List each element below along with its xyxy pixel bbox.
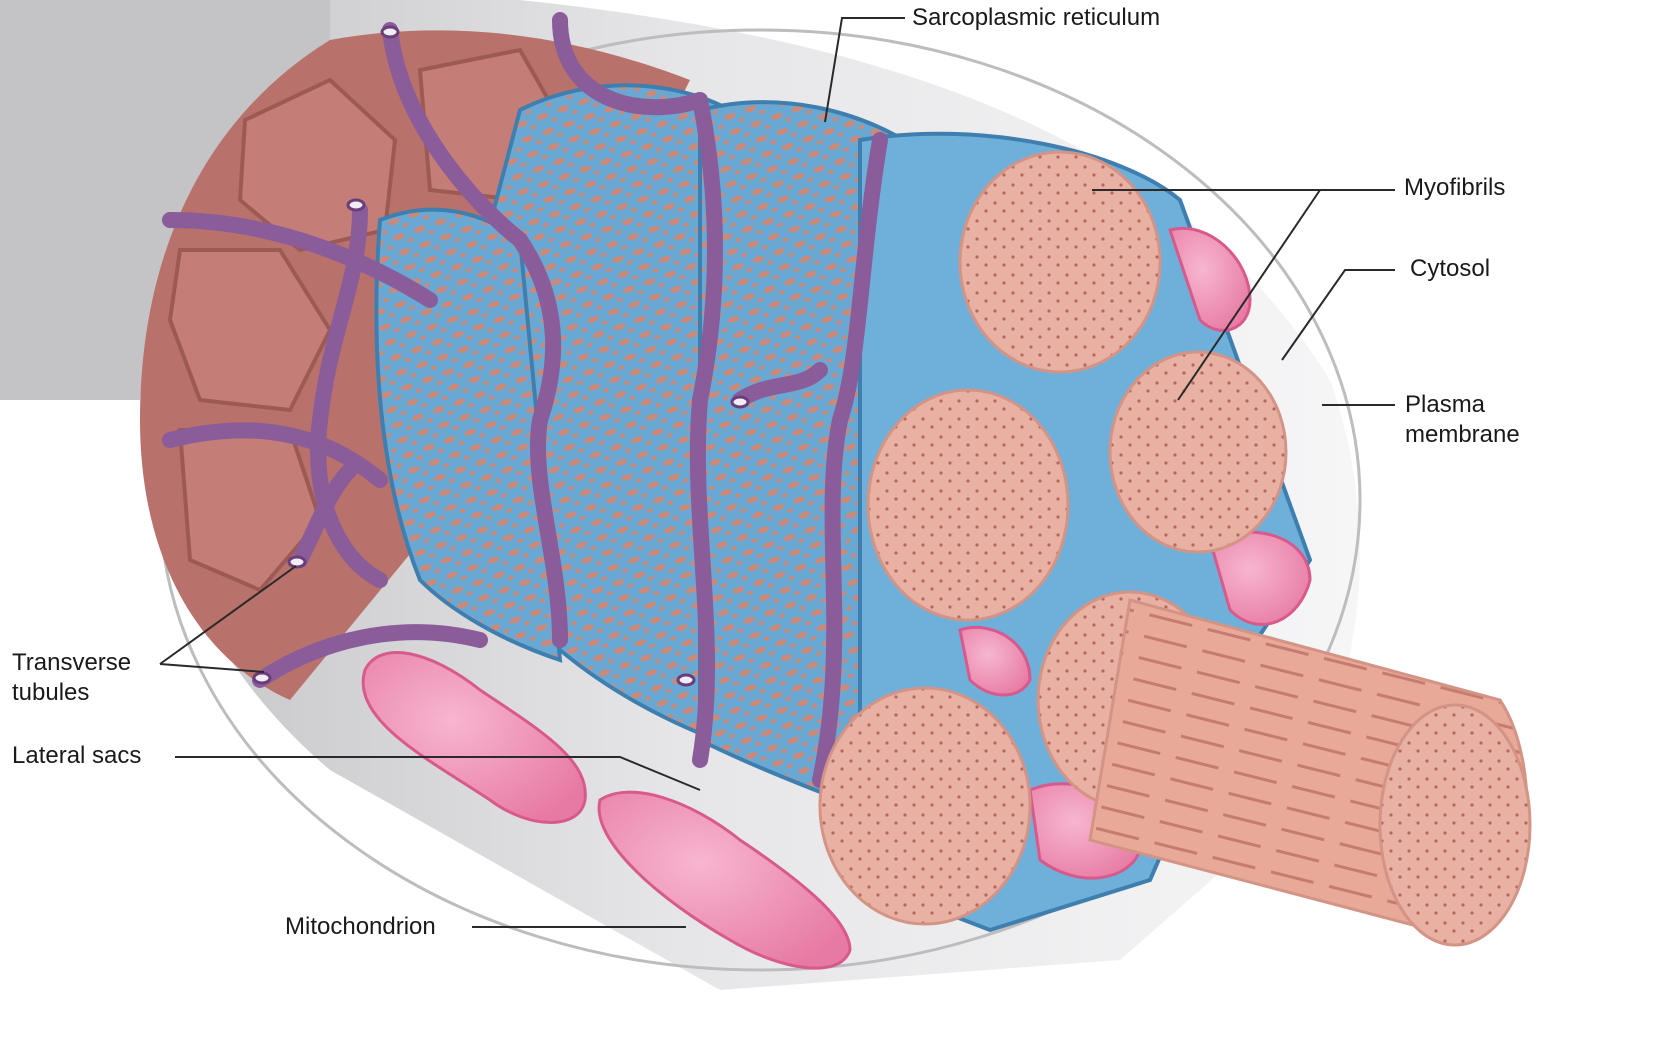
label-cytosol: Cytosol xyxy=(1410,254,1490,284)
label-plasma-membrane-line1: Plasma xyxy=(1405,390,1485,420)
label-transverse-tubules-line1: Transverse xyxy=(12,648,131,678)
label-plasma-membrane-line2: membrane xyxy=(1405,420,1520,450)
label-transverse-tubules-line2: tubules xyxy=(12,678,89,708)
myofibril-end xyxy=(960,152,1160,372)
label-lateral-sacs: Lateral sacs xyxy=(12,741,141,771)
label-mitochondrion: Mitochondrion xyxy=(285,912,436,942)
myofibril-end xyxy=(1110,352,1286,552)
protruding-myofibril-end xyxy=(1380,705,1530,945)
myofibril-end xyxy=(868,390,1068,620)
muscle-fiber-illustration xyxy=(0,0,1559,999)
label-myofibrils: Myofibrils xyxy=(1404,173,1505,203)
myofibril-end xyxy=(820,688,1030,924)
label-sarcoplasmic-reticulum: Sarcoplasmic reticulum xyxy=(912,3,1160,33)
